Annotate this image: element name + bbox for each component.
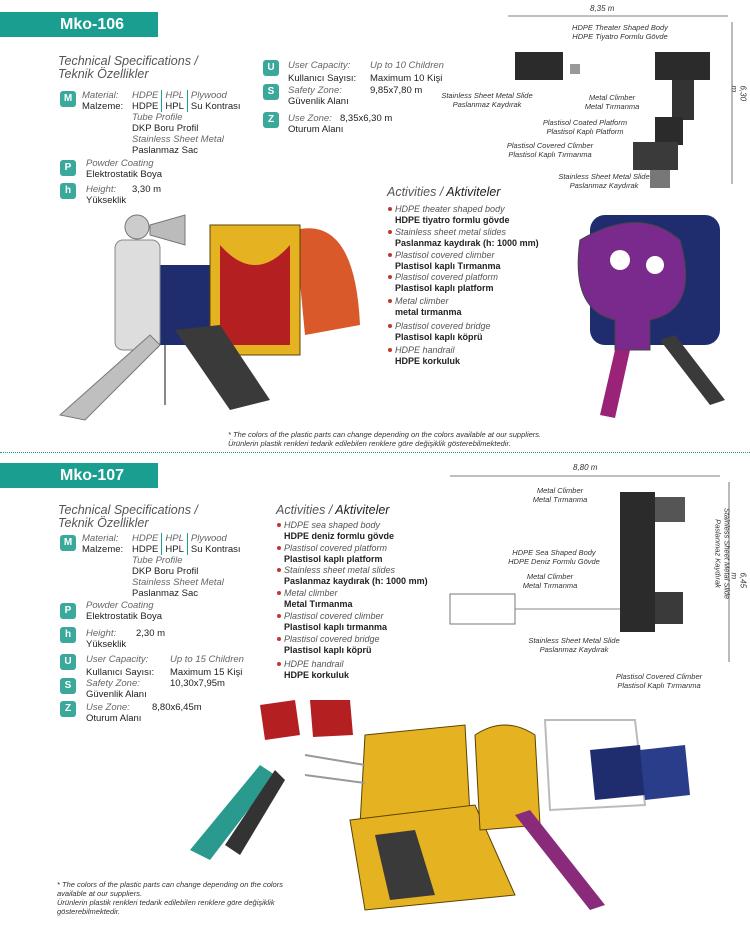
material-icon: M bbox=[60, 535, 76, 551]
use-zone-spec: Use Zone:8,80x6,45m Oturum Alanı bbox=[86, 702, 202, 724]
powder-coating-spec: Powder Coating Elektrostatik Boya bbox=[86, 600, 163, 622]
color-note: * The colors of the plastic parts can ch… bbox=[228, 430, 542, 448]
product-render-back bbox=[577, 215, 725, 418]
product-tag-mko106: Mko-106 bbox=[0, 12, 158, 37]
color-note: * The colors of the plastic parts can ch… bbox=[57, 880, 283, 916]
product-render-front bbox=[58, 214, 360, 421]
paint-icon: P bbox=[60, 160, 76, 176]
dim-width: 8,35 m bbox=[590, 4, 615, 13]
height-spec: Height:2,30 m Yükseklik bbox=[86, 628, 166, 650]
users-icon: U bbox=[263, 60, 279, 76]
height-spec: Height:3,30 m Yükseklik bbox=[86, 184, 162, 206]
product-render bbox=[190, 700, 690, 911]
users-icon: U bbox=[60, 654, 76, 670]
activities-title: Activities / Aktiviteler bbox=[387, 185, 501, 199]
top-view-diagram bbox=[508, 15, 733, 188]
capacity-spec: User Capacity:Up to 15 Children Kullanıc… bbox=[86, 654, 244, 678]
capacity-spec: User Capacity:Up to 10 Children Kullanıc… bbox=[288, 60, 444, 84]
safety-zone-icon: S bbox=[263, 84, 279, 100]
use-zone-spec: Use Zone:8,35x6,30 m Oturum Alanı bbox=[288, 113, 393, 135]
safety-zone-spec: Safety Zone:9,85x7,80 m Güvenlik Alanı bbox=[288, 85, 423, 107]
height-icon: h bbox=[60, 627, 76, 643]
dim-width: 8,80 m bbox=[573, 463, 598, 472]
safety-zone-spec: Safety Zone:10,30x7,95m Güvenlik Alanı bbox=[86, 678, 225, 700]
use-zone-icon: Z bbox=[263, 112, 279, 128]
product-tag-mko107: Mko-107 bbox=[0, 463, 158, 488]
activities-title: Activities / Aktiviteler bbox=[276, 503, 390, 517]
use-zone-icon: Z bbox=[60, 701, 76, 717]
tech-spec-title: Technical Specifications / Teknik Özelli… bbox=[58, 503, 198, 530]
section-divider bbox=[0, 452, 750, 453]
paint-icon: P bbox=[60, 603, 76, 619]
material-icon: M bbox=[60, 91, 76, 107]
height-icon: h bbox=[60, 183, 76, 199]
tech-spec-title: Technical Specifications / Teknik Özelli… bbox=[58, 54, 198, 81]
top-view-diagram bbox=[449, 475, 730, 662]
safety-zone-icon: S bbox=[60, 678, 76, 694]
powder-coating-spec: Powder Coating Elektrostatik Boya bbox=[86, 158, 163, 180]
